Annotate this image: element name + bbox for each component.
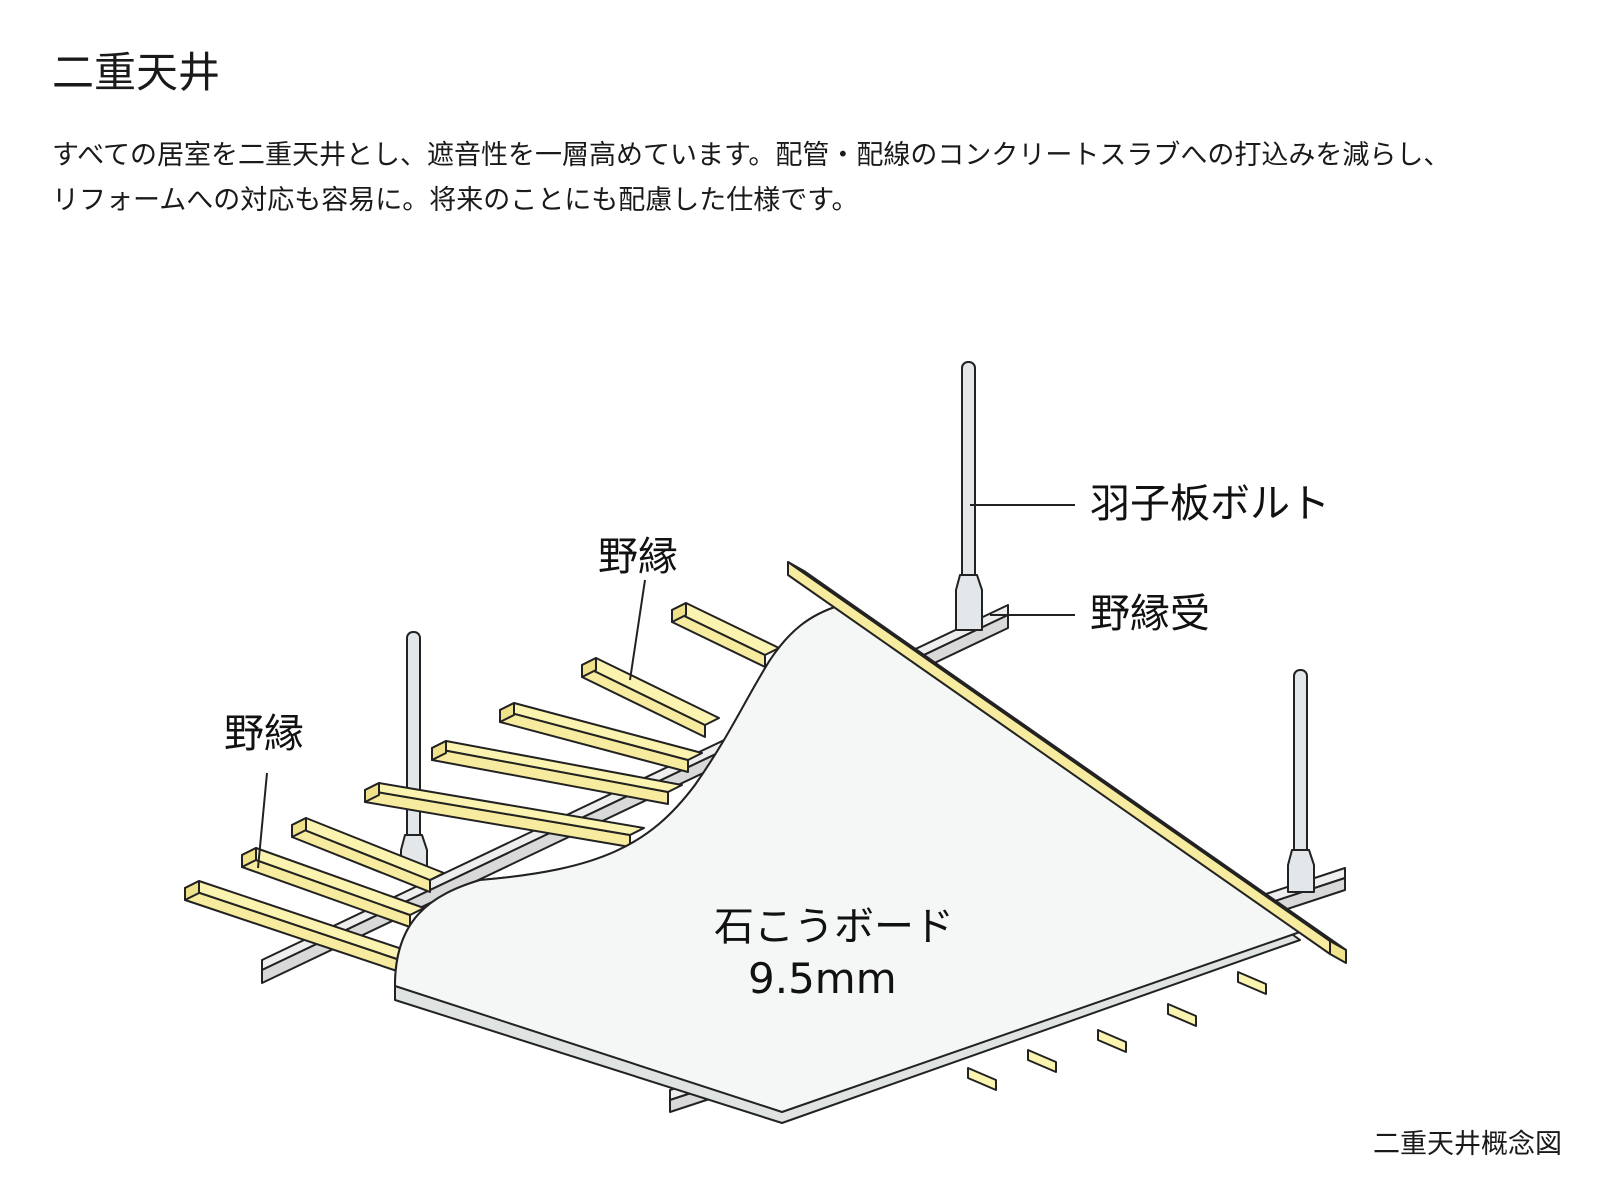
furring-strips bbox=[184, 602, 1267, 1091]
intro-line-2: リフォームへの対応も容易に。将来のことにも配慮した仕様です。 bbox=[52, 185, 859, 216]
furring-stub bbox=[1167, 1003, 1197, 1027]
label-furring-left: 野縁 bbox=[224, 711, 304, 757]
leader-furring-left bbox=[257, 772, 268, 869]
figure-caption: 二重天井概念図 bbox=[1373, 1129, 1562, 1160]
label-board-name: 石こうボード bbox=[714, 904, 954, 950]
furring-strip-top bbox=[581, 657, 720, 726]
page-title: 二重天井 bbox=[52, 48, 221, 97]
hanger-bolt-right bbox=[1287, 669, 1315, 893]
furring-strip-end bbox=[184, 880, 200, 901]
furring-stub bbox=[1027, 1049, 1057, 1073]
leader-lines bbox=[257, 504, 1075, 869]
furring-strip-end bbox=[581, 657, 597, 678]
furring-stub bbox=[1097, 1029, 1127, 1053]
furring-front-edge bbox=[787, 561, 1347, 964]
furring-stub bbox=[1237, 971, 1267, 995]
furring-strip-end bbox=[671, 602, 687, 623]
label-receiver: 野縁受 bbox=[1090, 591, 1210, 637]
furring-strip-end bbox=[291, 817, 307, 838]
furring-strip-end bbox=[499, 702, 515, 723]
gypsum-board-face bbox=[394, 605, 1301, 1113]
intro-line-1: すべての居室を二重天井とし、遮音性を一層高めています。配管・配線のコンクリートス… bbox=[52, 140, 1451, 171]
label-furring-top: 野縁 bbox=[598, 534, 678, 580]
leader-furring-top bbox=[629, 579, 646, 681]
furring-stub bbox=[967, 1067, 997, 1091]
furring-strip-end bbox=[431, 740, 447, 761]
hanger-bolt-center bbox=[955, 361, 983, 631]
hanger-bolt-left bbox=[400, 631, 428, 881]
intro-text: すべての居室を二重天井とし、遮音性を一層高めています。配管・配線のコンクリートス… bbox=[52, 133, 1572, 223]
label-bolt: 羽子板ボルト bbox=[1090, 481, 1330, 527]
furring-strip-end bbox=[364, 782, 380, 803]
label-board-thickness: 9.5mm bbox=[748, 954, 897, 1003]
furring-strip-end bbox=[241, 847, 257, 868]
